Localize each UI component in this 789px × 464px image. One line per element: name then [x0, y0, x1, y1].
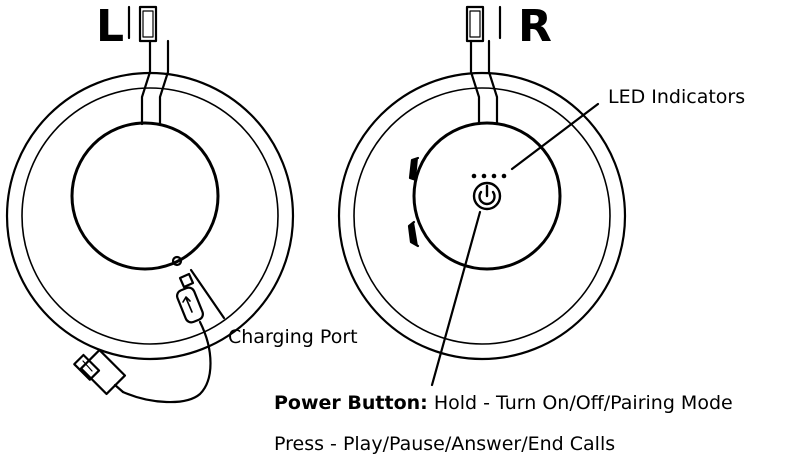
usb-c-plug-icon — [175, 272, 205, 324]
power-button-hold-line: Power Button: Hold - Turn On/Off/Pairing… — [274, 392, 733, 414]
power-icon — [472, 181, 502, 211]
right-side-letter: R — [518, 1, 552, 52]
left-earcup — [5, 5, 295, 404]
left-headband — [127, 5, 170, 126]
led-indicators-label: LED Indicators — [608, 86, 746, 108]
charging-port-hole — [171, 255, 183, 267]
power-button-press-text: Press - Play/Pause/Answer/End Calls — [274, 433, 616, 455]
usb-cable — [121, 320, 212, 404]
left-side-letter: L — [96, 1, 125, 52]
power-button-title: Power Button: — [274, 392, 428, 414]
right-earcup — [337, 5, 627, 387]
left-outer-ring — [5, 71, 295, 361]
right-inner-ring — [353, 87, 611, 345]
power-button-hold-text: Hold - Turn On/Off/Pairing Mode — [433, 392, 733, 414]
led-dots-icon — [471, 173, 507, 179]
right-outer-ring — [337, 71, 627, 361]
right-headband — [465, 5, 502, 126]
led-indicators-leader — [510, 102, 600, 171]
usb-a-plug-icon — [73, 348, 127, 396]
right-earcup-plate — [412, 121, 562, 271]
charging-port-leader — [189, 268, 226, 320]
charging-port-label: Charging Port — [228, 326, 358, 348]
left-earcup-plate — [70, 121, 220, 271]
side-buttons — [407, 156, 420, 248]
power-button-leader — [430, 210, 482, 387]
left-inner-ring — [21, 87, 279, 345]
